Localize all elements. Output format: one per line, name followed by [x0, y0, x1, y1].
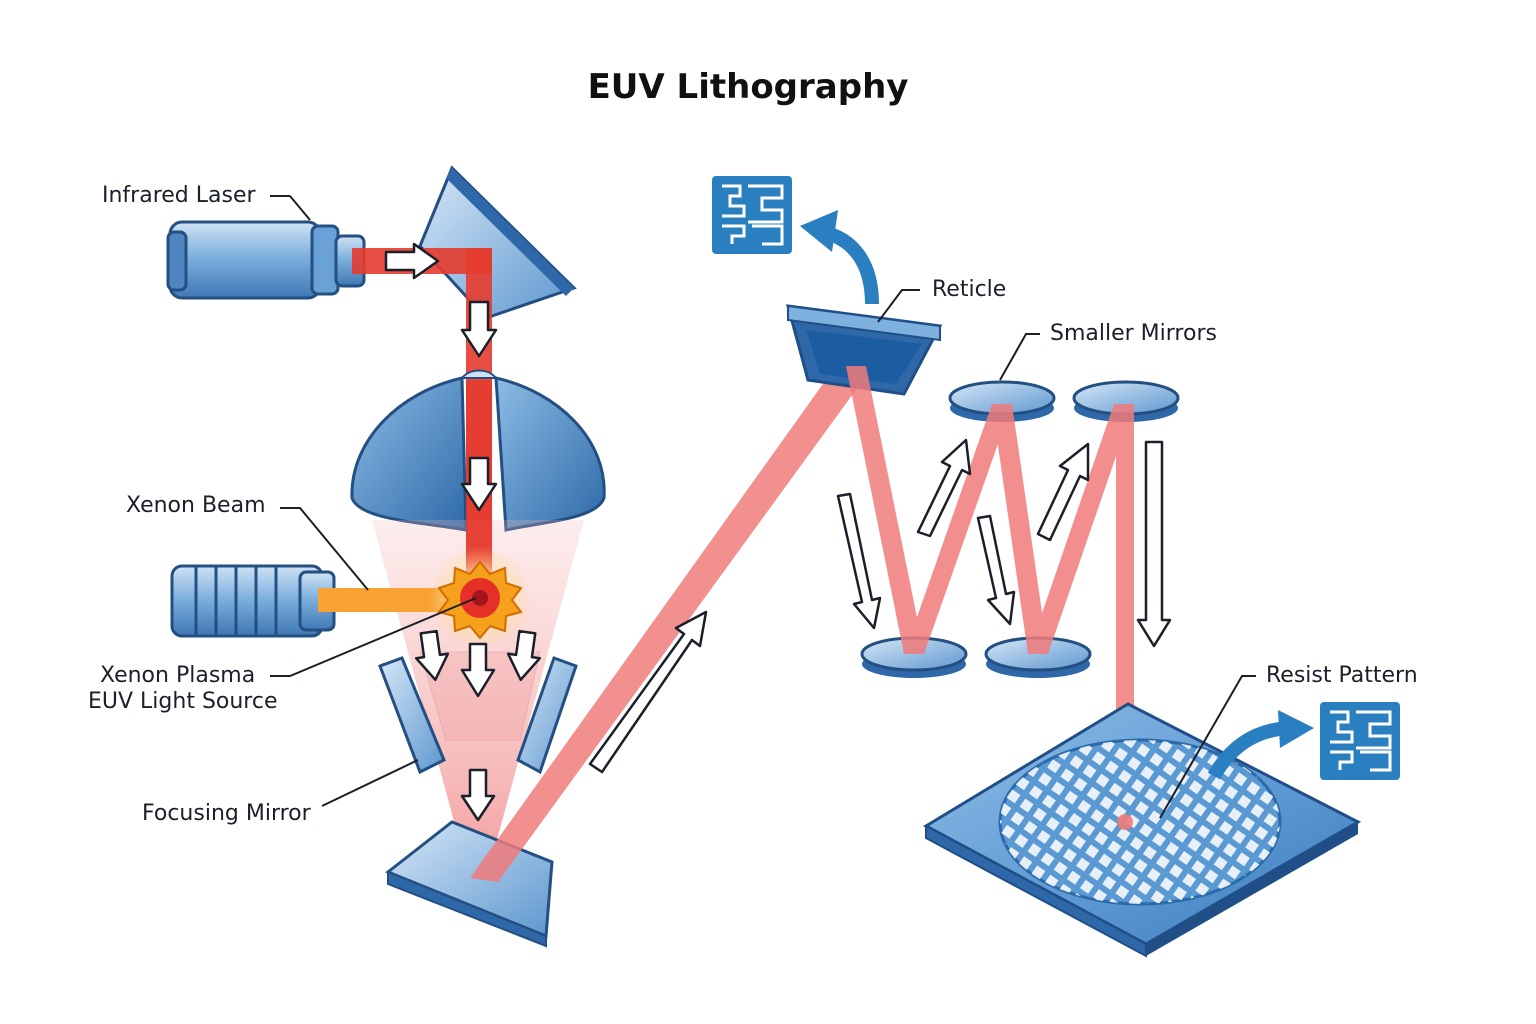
xenon-beam-label: Xenon Beam [126, 493, 266, 518]
wafer-disc [998, 738, 1282, 906]
xenon-plasma-burst [428, 546, 532, 650]
xenon-plasma-leader [270, 597, 477, 677]
resist-pattern-label: Resist Pattern [1266, 663, 1418, 688]
beam-direction-arrow [460, 300, 498, 358]
xenon-beam-leader [280, 507, 369, 591]
euv-direction-arrow [916, 438, 972, 538]
euv-direction-arrow [460, 768, 496, 822]
focusing-mirror-leader [321, 759, 419, 807]
diagram-title: EUV Lithography [588, 67, 909, 107]
redirect-mirror [418, 165, 577, 320]
reticle-label: Reticle [932, 277, 1006, 302]
euv-direction-arrow [836, 492, 882, 630]
xenon-plasma-label: Xenon Plasma [100, 663, 255, 688]
focusing-mirror-side [378, 651, 578, 775]
smaller-mirrors-label: Smaller Mirrors [1050, 321, 1217, 346]
infrared-laser [166, 220, 366, 300]
beam-direction-arrow [384, 242, 440, 280]
euv-zigzag-beam [846, 366, 1134, 824]
euv-direction-arrow [460, 642, 496, 698]
infrared-laser-leader [289, 195, 311, 221]
reticle-callout-arrowhead [800, 210, 838, 252]
smaller-mirrors-leader [999, 333, 1040, 381]
reticle-mirror [785, 304, 943, 396]
euv-light-source-label: EUV Light Source [88, 689, 278, 714]
resist-pattern-leader [1159, 675, 1256, 819]
euv-direction-arrow [976, 514, 1016, 626]
resist-callout-arrowhead [1278, 710, 1314, 748]
resist-pattern-icon [1320, 702, 1400, 780]
beam-direction-arrow [460, 456, 498, 512]
euv-direction-arrow [1136, 440, 1172, 648]
reticle-leader [877, 289, 920, 323]
infrared-laser-label: Infrared Laser [102, 183, 256, 208]
euv-direction-arrow [588, 610, 708, 774]
collector-dome [350, 369, 606, 532]
euv-beam-to-reticle [470, 360, 866, 882]
euv-direction-arrow [1036, 442, 1090, 542]
focusing-mirror-label: Focusing Mirror [142, 801, 312, 826]
reticle-pattern-icon [712, 176, 792, 254]
euv-direction-arrow [506, 629, 542, 682]
wafer-exposure-spot [1117, 814, 1133, 830]
xenon-beam-source [170, 564, 336, 638]
euv-direction-arrow [414, 629, 450, 682]
